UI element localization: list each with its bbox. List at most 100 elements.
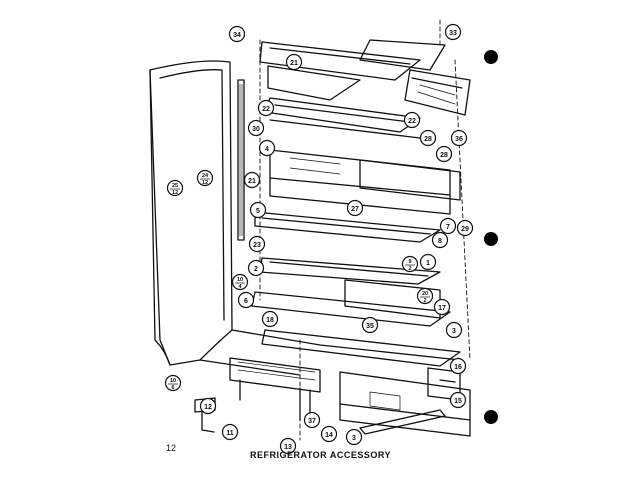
- callout-37: 14: [320, 425, 338, 443]
- callout-label: 22: [408, 118, 416, 125]
- callout-circle: [449, 357, 467, 375]
- callout-circle: [449, 391, 467, 409]
- callout-circle: [221, 423, 239, 441]
- callout-label: 11: [226, 430, 234, 437]
- callout-label: 35: [366, 323, 374, 330]
- callout-30: 16: [449, 357, 467, 375]
- drawing-caption: REFRIGERATOR ACCESSORY: [250, 450, 392, 460]
- callout-label: 21: [290, 60, 298, 67]
- page-number: 12: [166, 443, 177, 453]
- callout-label: 12: [204, 404, 212, 411]
- callout-2: 34: [228, 25, 246, 43]
- callout-17: 29: [456, 219, 474, 237]
- binder-hole-bottom: [484, 410, 498, 424]
- callout-label: 29: [461, 226, 469, 233]
- callout-10: 4: [258, 139, 276, 157]
- callout-15: 27: [346, 199, 364, 217]
- callout-label: 18: [266, 317, 274, 324]
- callout-label: 25: [172, 183, 178, 189]
- callout-circle: [320, 425, 338, 443]
- callout-circle: [419, 129, 437, 147]
- callout-label: 27: [351, 206, 359, 213]
- callout-circle: [248, 235, 266, 253]
- callout-23: 104: [231, 273, 249, 291]
- callout-31: 106: [164, 374, 182, 392]
- callout-circle: [247, 119, 265, 137]
- callout-25: 6: [237, 291, 255, 309]
- callout-circle: [444, 23, 462, 41]
- callout-circle: [303, 411, 321, 429]
- callout-14: 5: [249, 201, 267, 219]
- callout-label: 16: [454, 364, 462, 371]
- callout-circle: [231, 273, 249, 291]
- callout-label: 30: [252, 126, 260, 133]
- callout-3: 21: [285, 53, 303, 71]
- callout-circle: [258, 139, 276, 157]
- callout-circle: [450, 129, 468, 147]
- callout-label: 7: [446, 224, 450, 231]
- callout-circle: [401, 255, 419, 273]
- callout-label: 10: [237, 277, 243, 283]
- callout-circle: [228, 25, 246, 43]
- callout-circle: [261, 310, 279, 328]
- callout-circle: [237, 291, 255, 309]
- callout-circle: [431, 231, 449, 249]
- callout-24: 202: [416, 287, 434, 305]
- callout-29: 3: [445, 321, 463, 339]
- callout-circle: [439, 217, 457, 235]
- callout-8: 36: [450, 129, 468, 147]
- callout-6: 30: [247, 119, 265, 137]
- callout-circle: [247, 259, 265, 277]
- callout-circle: [257, 99, 275, 117]
- callout-16: 7: [439, 217, 457, 235]
- callout-38: 3: [345, 428, 363, 446]
- callout-circle: [433, 298, 451, 316]
- callout-label: 9: [408, 259, 411, 265]
- callout-label: 28: [440, 152, 448, 159]
- callout-label: 23: [253, 242, 261, 249]
- callout-circle: [249, 201, 267, 219]
- callout-label: 24: [202, 173, 209, 179]
- callout-35: 11: [221, 423, 239, 441]
- callout-circle: [196, 169, 214, 187]
- callout-19: 23: [248, 235, 266, 253]
- callout-26: 17: [433, 298, 451, 316]
- callout-label: 2: [254, 266, 258, 273]
- callout-circle: [445, 321, 463, 339]
- callout-label: 22: [262, 106, 270, 113]
- callout-label: 4: [238, 284, 242, 290]
- callout-32: 12: [199, 397, 217, 415]
- callout-label: 28: [424, 136, 432, 143]
- callout-36: 13: [279, 437, 297, 455]
- callout-22: 1: [419, 253, 437, 271]
- callout-4: 22: [257, 99, 275, 117]
- callout-label: 2: [423, 298, 426, 304]
- callout-21: 92: [401, 255, 419, 273]
- callout-33: 37: [303, 411, 321, 429]
- callout-circle: [199, 397, 217, 415]
- callout-label: 12: [172, 190, 178, 196]
- callout-circle: [345, 428, 363, 446]
- callout-label: 37: [308, 418, 316, 425]
- callout-label: 15: [454, 398, 462, 405]
- callout-label: 3: [352, 435, 356, 442]
- callout-circle: [419, 253, 437, 271]
- callout-label: 5: [256, 208, 260, 215]
- callout-circle: [403, 111, 421, 129]
- callout-circle: [279, 437, 297, 455]
- callout-label: 34: [233, 32, 241, 39]
- callout-circle: [166, 179, 184, 197]
- callout-20: 2: [247, 259, 265, 277]
- binder-hole-middle: [484, 232, 498, 246]
- callout-11: 21: [243, 171, 261, 189]
- callout-label: 14: [325, 432, 333, 439]
- callout-circle: [456, 219, 474, 237]
- callout-28: 35: [361, 316, 379, 334]
- callout-label: 6: [244, 298, 248, 305]
- callout-circle: [243, 171, 261, 189]
- callout-label: 36: [455, 136, 463, 143]
- callout-1: 33: [444, 23, 462, 41]
- callout-circle: [164, 374, 182, 392]
